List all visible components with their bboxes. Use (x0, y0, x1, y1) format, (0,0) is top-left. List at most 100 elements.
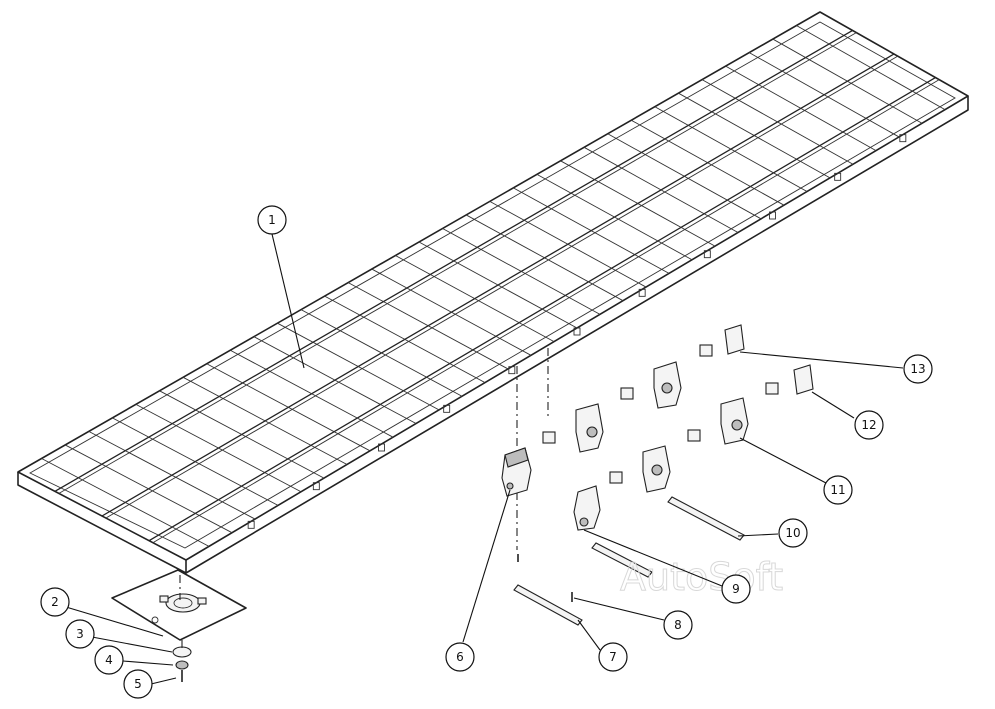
cross-member (442, 228, 601, 315)
under-bracket (638, 288, 646, 297)
callout-label: 3 (76, 627, 84, 641)
cross-member (135, 403, 302, 493)
cross-member (678, 92, 831, 179)
leader-lines (65, 233, 904, 685)
cross-member (465, 214, 624, 302)
leader-11 (739, 437, 827, 484)
mount (642, 445, 671, 493)
cross-member (230, 349, 394, 438)
leader-1 (271, 233, 305, 369)
cross-member (654, 106, 808, 192)
leader-8 (573, 597, 665, 621)
callout-7: 7 (598, 642, 628, 672)
cross-member (560, 160, 716, 247)
callout-4: 4 (94, 645, 124, 675)
leader-10 (737, 533, 779, 537)
frame-brackets (247, 134, 907, 529)
cross-member (206, 363, 371, 452)
cross-member (631, 119, 785, 206)
callout-10: 10 (778, 518, 808, 548)
callout-label: 1 (268, 213, 276, 227)
callout-label: 12 (861, 418, 876, 432)
block (609, 471, 623, 484)
under-bracket (247, 520, 255, 529)
frame-longitudinal-rails (54, 29, 940, 544)
mount (653, 361, 682, 409)
callout-11: 11 (823, 475, 853, 505)
leader-5 (150, 677, 177, 685)
cross-member (395, 255, 555, 343)
callout-12: 12 (854, 410, 884, 440)
under-bracket (508, 366, 516, 375)
plate-lug-left (159, 595, 169, 603)
leader-2 (65, 606, 164, 637)
block (699, 344, 713, 357)
frame-right-side (185, 96, 969, 574)
cross-member (112, 417, 279, 506)
under-bracket (443, 404, 451, 413)
cross-member (300, 309, 463, 397)
guide-bar-10 (667, 496, 745, 541)
cross-member (513, 187, 670, 274)
watermark: AutoSoft (620, 555, 783, 599)
cross-member (182, 376, 348, 465)
leader-7 (577, 619, 601, 651)
callout-8: 8 (663, 610, 693, 640)
cross-member (725, 65, 877, 151)
plate-hub-inner (173, 597, 193, 609)
cross-member (253, 336, 417, 424)
block (620, 387, 634, 400)
cross-member (701, 79, 854, 165)
callout-label: 2 (51, 595, 59, 609)
cross-member (772, 38, 923, 124)
end-block-12 (793, 364, 814, 395)
callout-label: 10 (785, 526, 800, 540)
callout-3: 3 (65, 619, 95, 649)
under-bracket (899, 134, 907, 143)
callout-label: 8 (674, 618, 682, 632)
under-bracket (769, 211, 776, 220)
callout-label: 7 (609, 650, 617, 664)
block (687, 429, 701, 442)
cross-member (159, 390, 325, 479)
base-plate (111, 569, 247, 641)
cross-member (371, 268, 532, 356)
nut (175, 660, 189, 670)
base-plate-assembly (111, 569, 247, 682)
leader-6 (462, 489, 511, 643)
callout-13: 13 (903, 354, 933, 384)
under-bracket (703, 250, 711, 259)
plate-lug-right (197, 597, 207, 605)
cross-member (749, 52, 900, 138)
callout-1: 1 (257, 205, 287, 235)
leader-13 (739, 351, 904, 369)
mount (720, 397, 749, 445)
tall-mounts (573, 361, 749, 531)
leader-3 (91, 636, 173, 653)
cross-member (607, 133, 762, 220)
callout-label: 4 (105, 653, 113, 667)
end-blocks (724, 324, 814, 395)
cross-member (324, 295, 486, 383)
callout-2: 2 (40, 587, 70, 617)
leader-4 (122, 660, 174, 666)
frame-front-side (17, 472, 187, 574)
callout-label: 11 (830, 483, 845, 497)
cross-member (583, 146, 739, 233)
plate-bolt-hole (151, 616, 159, 624)
callout-label: 5 (134, 677, 142, 691)
cross-member (88, 431, 256, 520)
under-bracket (378, 443, 385, 452)
cross-member (418, 241, 578, 329)
callout-9: 9 (721, 574, 751, 604)
washer (172, 646, 192, 658)
guide-bar-7 (513, 584, 583, 626)
callout-label: 13 (910, 362, 925, 376)
under-bracket (573, 327, 581, 336)
cross-member (536, 173, 693, 261)
guide-bars (513, 496, 745, 626)
callout-label: 6 (456, 650, 464, 664)
cross-member (348, 282, 509, 370)
block (542, 431, 556, 444)
mount (575, 403, 604, 453)
